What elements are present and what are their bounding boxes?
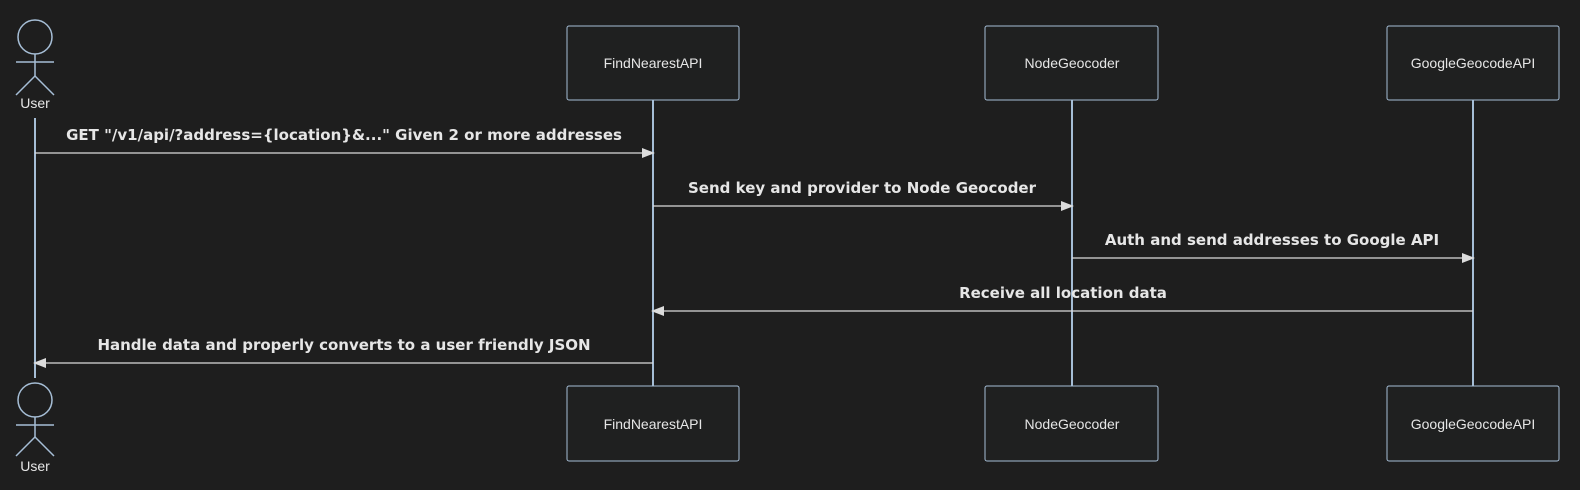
participant-googlegeocodeapi-bottom: GoogleGeocodeAPI <box>1386 385 1560 462</box>
participant-label-nodegeocoder-top: NodeGeocoder <box>1025 55 1120 71</box>
actor-label-user-bottom: User <box>20 458 50 474</box>
arrowhead-left-icon <box>651 306 664 316</box>
arrowhead-right-icon <box>1061 201 1074 211</box>
actor-head <box>17 19 53 55</box>
message-label-3: Auth and send addresses to Google API <box>1105 231 1439 249</box>
participant-box <box>566 385 740 462</box>
message-4: Receive all location data <box>651 284 1473 316</box>
actor-leg-right <box>34 75 55 96</box>
participant-label-nodegeocoder-bottom: NodeGeocoder <box>1025 416 1120 432</box>
participant-box <box>1386 385 1560 462</box>
actor-label-user-top: User <box>20 95 50 111</box>
actor-leg-right <box>34 436 55 457</box>
participant-label-findnearestapi-top: FindNearestAPI <box>604 55 703 71</box>
message-label-2: Send key and provider to Node Geocoder <box>688 179 1037 197</box>
arrowhead-right-icon <box>642 148 655 158</box>
participants-bottom: User FindNearestAPI NodeGeocoder GoogleG… <box>15 382 1560 474</box>
message-label-1: GET "/v1/api/?address={location}&..." Gi… <box>66 126 622 144</box>
participant-box <box>984 25 1159 101</box>
participant-googlegeocodeapi-top: GoogleGeocodeAPI <box>1386 25 1560 101</box>
participant-label-googlegeocodeapi-bottom: GoogleGeocodeAPI <box>1411 416 1536 432</box>
actor-leg-left <box>15 75 36 96</box>
arrowhead-left-icon <box>33 358 46 368</box>
lifelines <box>34 100 1474 386</box>
actor-user-bottom: User <box>15 382 55 474</box>
participant-box <box>984 385 1159 462</box>
message-1: GET "/v1/api/?address={location}&..." Gi… <box>35 126 655 158</box>
participants-top: User FindNearestAPI NodeGeocoder GoogleG… <box>15 19 1560 111</box>
actor-user-top: User <box>15 19 55 111</box>
actor-head <box>17 382 53 418</box>
participant-label-googlegeocodeapi-top: GoogleGeocodeAPI <box>1411 55 1536 71</box>
message-label-4: Receive all location data <box>959 284 1167 302</box>
participant-nodegeocoder-bottom: NodeGeocoder <box>984 385 1159 462</box>
participant-nodegeocoder-top: NodeGeocoder <box>984 25 1159 101</box>
participant-findnearestapi-top: FindNearestAPI <box>566 25 740 101</box>
participant-box <box>1386 25 1560 101</box>
message-3: Auth and send addresses to Google API <box>1072 231 1475 263</box>
participant-findnearestapi-bottom: FindNearestAPI <box>566 385 740 462</box>
participant-label-findnearestapi-bottom: FindNearestAPI <box>604 416 703 432</box>
arrowhead-right-icon <box>1462 253 1475 263</box>
message-5: Handle data and properly converts to a u… <box>33 336 653 368</box>
messages: GET "/v1/api/?address={location}&..." Gi… <box>33 126 1475 368</box>
participant-box <box>566 25 740 101</box>
actor-leg-left <box>15 436 36 457</box>
message-2: Send key and provider to Node Geocoder <box>653 179 1074 211</box>
message-label-5: Handle data and properly converts to a u… <box>97 336 590 354</box>
